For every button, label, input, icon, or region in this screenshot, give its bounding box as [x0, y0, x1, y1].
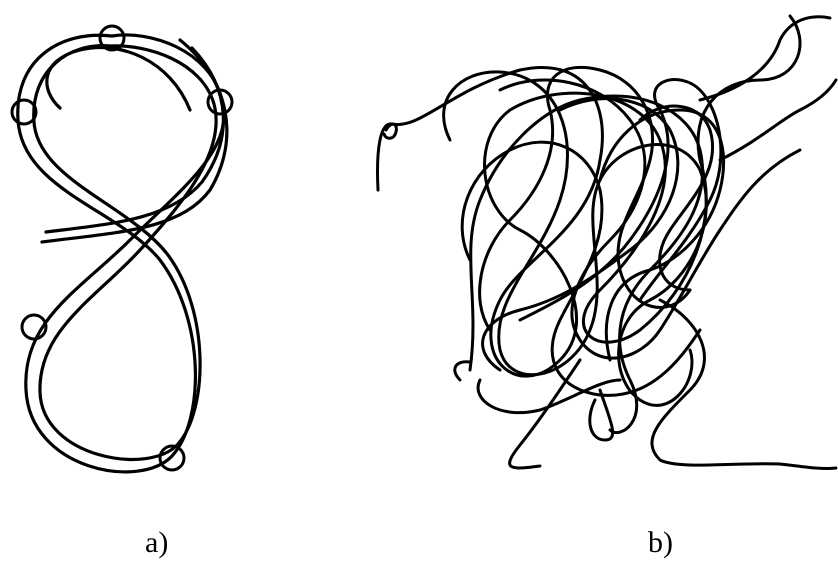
panel-b-thread	[652, 300, 836, 469]
panel-a-drawing	[12, 26, 232, 472]
panel-b-drawing	[378, 16, 836, 469]
panel-b-thread	[700, 17, 830, 100]
figure-drawing	[0, 0, 838, 520]
panel-b-thread	[483, 99, 678, 370]
panel-b-thread	[444, 72, 707, 405]
panel-a-thread-loose-1	[42, 40, 227, 242]
panel-b-thread	[455, 362, 470, 380]
panel-b-thread	[378, 16, 800, 376]
panel-a-label: a)	[145, 528, 168, 558]
panel-b-thread	[720, 80, 836, 160]
panel-b-label: b)	[648, 528, 673, 558]
panel-b-thread	[590, 390, 613, 440]
panel-a-thread-outer	[18, 35, 224, 472]
